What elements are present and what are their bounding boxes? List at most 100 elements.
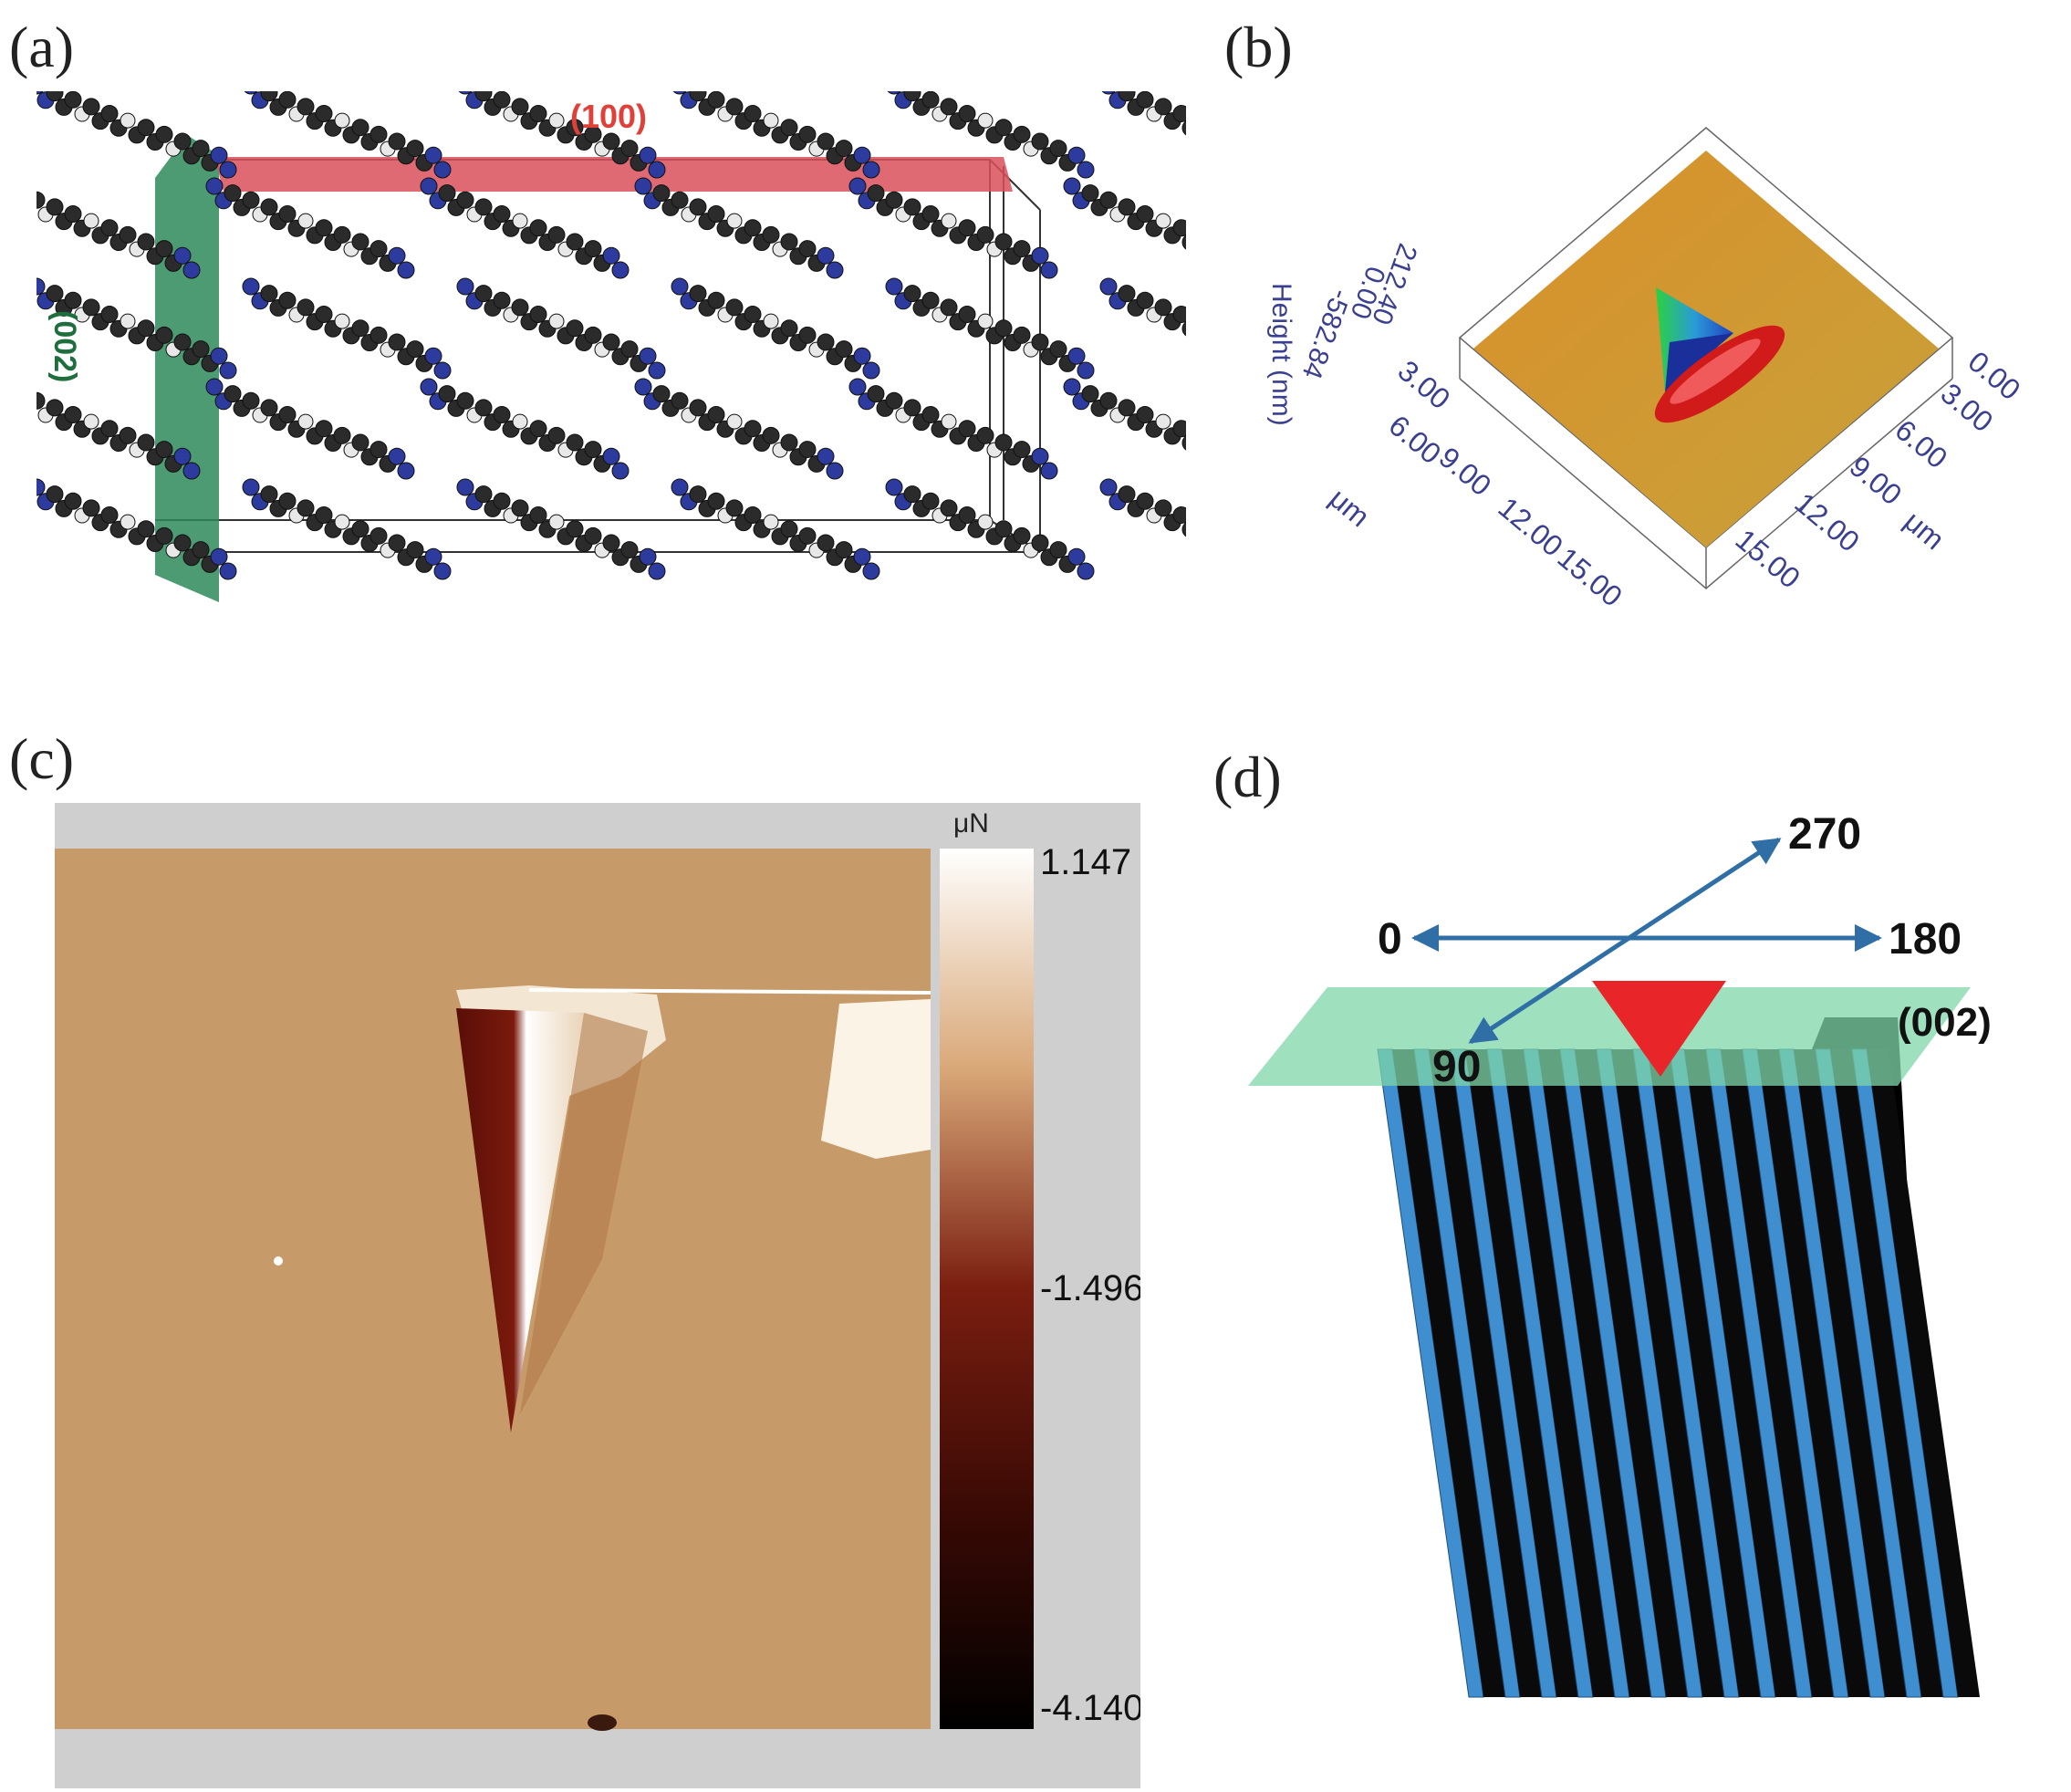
atom <box>100 219 119 237</box>
crystal-packing-svg: (100) (002) <box>36 91 1186 602</box>
atom <box>82 499 100 517</box>
atom <box>351 433 369 452</box>
atom <box>424 146 442 164</box>
atom <box>958 305 976 323</box>
left-tick: 3.00 <box>1392 354 1457 416</box>
atom <box>173 534 192 552</box>
atom <box>120 313 136 329</box>
atom <box>566 319 584 338</box>
atom <box>334 514 350 530</box>
atom <box>762 225 780 244</box>
lamella-gap <box>1538 1049 1651 1697</box>
atom <box>817 447 835 465</box>
atom <box>1077 161 1095 179</box>
atom <box>315 219 333 237</box>
atom <box>137 319 155 338</box>
atom <box>566 233 584 251</box>
atom <box>798 240 817 258</box>
scratch-schematic-panel: 0 180 270 90 (002) <box>1241 785 2062 1788</box>
atom <box>744 219 762 237</box>
atom <box>566 433 584 452</box>
atom <box>120 112 136 129</box>
atom <box>671 191 689 209</box>
atom <box>744 104 762 122</box>
atom <box>763 514 779 530</box>
atom <box>780 433 798 452</box>
atom <box>334 313 350 329</box>
right-tick: 9.00 <box>1844 450 1909 512</box>
atom <box>763 313 779 329</box>
atom <box>369 240 388 258</box>
atom <box>611 462 630 480</box>
atom <box>315 104 333 122</box>
atom <box>744 305 762 323</box>
atom <box>100 104 119 122</box>
atom <box>64 291 82 309</box>
atom <box>826 261 844 279</box>
atom <box>862 562 880 580</box>
atom <box>548 112 565 129</box>
atom <box>82 98 100 116</box>
plane-002-label-d: (002) <box>1898 1000 1992 1045</box>
atom <box>798 326 817 344</box>
atom <box>242 277 260 296</box>
atom <box>707 204 725 223</box>
atom <box>689 399 707 417</box>
atom <box>278 91 297 109</box>
atom <box>406 541 424 559</box>
atom <box>744 420 762 438</box>
atom <box>433 361 452 380</box>
plane-100-slab <box>214 157 1013 192</box>
atom <box>36 91 44 95</box>
atom <box>826 462 844 480</box>
atom <box>707 91 725 109</box>
atom <box>433 161 452 179</box>
atom <box>903 198 921 216</box>
direction-arrow-90-270 <box>1468 837 1782 1045</box>
atom <box>1013 125 1031 143</box>
atom <box>620 541 639 559</box>
atom <box>1081 385 1099 403</box>
atom <box>976 426 994 444</box>
atom <box>297 499 315 517</box>
atom <box>1118 198 1136 216</box>
atom <box>244 91 258 95</box>
colorbar-mid: -1.496 <box>1040 1268 1140 1308</box>
atom <box>120 514 136 530</box>
atom <box>369 125 388 143</box>
atom <box>100 505 119 524</box>
atom <box>224 385 242 403</box>
atom <box>512 413 528 430</box>
atom <box>36 478 46 496</box>
atom <box>958 104 976 122</box>
atom <box>137 233 155 251</box>
atom <box>137 520 155 538</box>
atom <box>493 91 511 109</box>
atom <box>1136 204 1154 223</box>
atom <box>977 514 994 530</box>
atom <box>260 198 278 216</box>
atom <box>817 132 835 151</box>
angle-label-270: 270 <box>1788 810 1861 859</box>
atom <box>817 534 835 552</box>
atom <box>1099 478 1118 496</box>
particle <box>588 1714 617 1731</box>
atom <box>397 462 415 480</box>
atom <box>242 391 260 410</box>
atom <box>1040 261 1058 279</box>
angle-label-90: 90 <box>1432 1043 1481 1091</box>
atom <box>671 391 689 410</box>
atom <box>1154 499 1172 517</box>
atom <box>155 125 173 143</box>
atom <box>1118 485 1136 504</box>
atom <box>634 177 652 195</box>
plane-100-label: (100) <box>570 98 647 135</box>
atom <box>584 441 602 459</box>
panel-letter-b: (b) <box>1224 15 1293 79</box>
right-tick: 12.00 <box>1789 486 1866 558</box>
atom <box>921 405 940 423</box>
atom <box>652 184 671 203</box>
scan-streak <box>528 988 931 995</box>
atom <box>566 520 584 538</box>
atom <box>885 191 903 209</box>
